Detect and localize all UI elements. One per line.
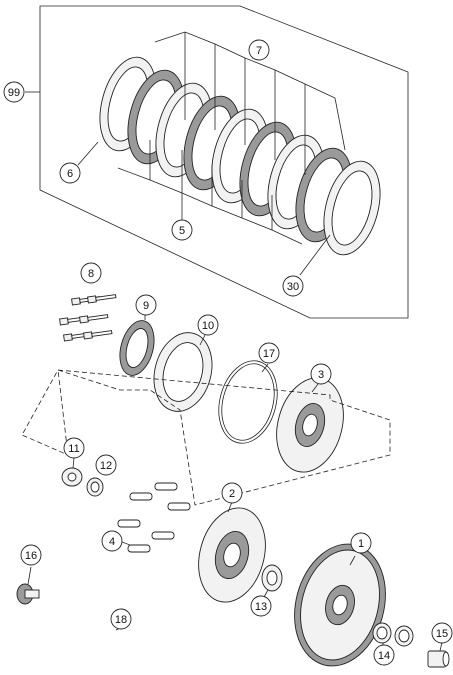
spring-pins xyxy=(117,482,191,553)
callout-circle xyxy=(258,342,280,364)
callout-18: 18 xyxy=(110,608,132,630)
callout-6: 6 xyxy=(59,162,81,184)
callout-circle xyxy=(221,482,243,504)
callout-circle xyxy=(135,294,157,316)
callout-number: 9 xyxy=(143,300,149,312)
spacer-sleeve xyxy=(427,641,450,668)
callout-15: 15 xyxy=(431,622,453,644)
callout-circle xyxy=(373,644,395,666)
callout-circle xyxy=(171,219,193,241)
bracket-lines-5 xyxy=(117,140,303,245)
leader-6 xyxy=(77,141,99,166)
leader-30 xyxy=(299,234,331,276)
callout-labels: 99 7 6 5 30 8 9 10 17 3 11 12 2 4 1 16 13 18 14 15 xyxy=(3,39,453,666)
callout-4: 4 xyxy=(101,530,123,552)
callout-circle xyxy=(63,437,85,459)
callout-9: 9 xyxy=(135,294,157,316)
lock-washer xyxy=(86,477,104,497)
callout-5: 5 xyxy=(171,219,193,241)
callout-circle xyxy=(350,532,372,554)
callout-number: 13 xyxy=(255,601,267,613)
callout-number: 2 xyxy=(229,488,235,500)
clutch-disc-bore xyxy=(331,170,373,246)
callout-circle xyxy=(110,608,132,630)
o-ring xyxy=(218,360,278,444)
callout-circle xyxy=(248,39,270,61)
callout-2: 2 xyxy=(221,482,243,504)
callout-circle xyxy=(80,262,102,284)
callout-7: 7 xyxy=(248,39,270,61)
callout-number: 18 xyxy=(115,614,127,626)
callout-30: 30 xyxy=(282,275,304,297)
needle-bushings xyxy=(372,622,414,647)
callout-number: 15 xyxy=(436,628,448,640)
callout-number: 99 xyxy=(8,87,20,99)
push-rod xyxy=(41,595,189,669)
callout-circle xyxy=(250,595,272,617)
callout-number: 14 xyxy=(378,650,390,662)
callout-8: 8 xyxy=(80,262,102,284)
callout-3: 3 xyxy=(310,363,332,385)
callout-number: 6 xyxy=(67,168,73,180)
pushrod-end-piece xyxy=(16,566,40,605)
callout-number: 10 xyxy=(202,320,214,332)
callout-circle xyxy=(431,622,453,644)
hex-nut xyxy=(61,457,83,487)
callout-number: 12 xyxy=(100,460,112,472)
callout-circle xyxy=(59,162,81,184)
callout-13: 13 xyxy=(250,595,272,617)
callout-number: 5 xyxy=(179,225,185,237)
callout-17: 17 xyxy=(258,342,280,364)
callout-10: 10 xyxy=(197,314,219,336)
callout-number: 16 xyxy=(25,550,37,562)
callout-16: 16 xyxy=(20,544,42,566)
callout-number: 3 xyxy=(318,369,324,381)
callout-14: 14 xyxy=(373,644,395,666)
callout-11: 11 xyxy=(63,437,85,459)
callout-number: 7 xyxy=(256,45,262,57)
pressure-washer xyxy=(153,332,213,412)
callout-number: 4 xyxy=(109,536,115,548)
callout-circle xyxy=(101,530,123,552)
callout-circle xyxy=(310,363,332,385)
callout-1: 1 xyxy=(350,532,372,554)
callout-circle xyxy=(3,81,25,103)
callout-circle xyxy=(282,275,304,297)
bracket-lines-7 xyxy=(154,31,346,175)
thrust-bearing xyxy=(119,315,155,376)
callout-number: 1 xyxy=(358,538,364,550)
callout-circle xyxy=(197,314,219,336)
bolt-set xyxy=(59,294,117,342)
callout-number: 8 xyxy=(88,268,94,280)
callout-circle xyxy=(20,544,42,566)
callout-number: 11 xyxy=(68,443,79,455)
callout-12: 12 xyxy=(95,454,117,476)
inner-clutch-hub xyxy=(198,501,266,603)
clutch-disc-stack xyxy=(99,56,381,256)
callout-circle xyxy=(95,454,117,476)
callout-99: 99 xyxy=(3,81,25,103)
pressure-plate xyxy=(276,377,344,473)
thrust-washer-13 xyxy=(261,564,283,598)
callout-number: 30 xyxy=(287,281,299,293)
disc-pack-enclosure xyxy=(39,5,409,319)
callout-number: 17 xyxy=(263,348,275,360)
